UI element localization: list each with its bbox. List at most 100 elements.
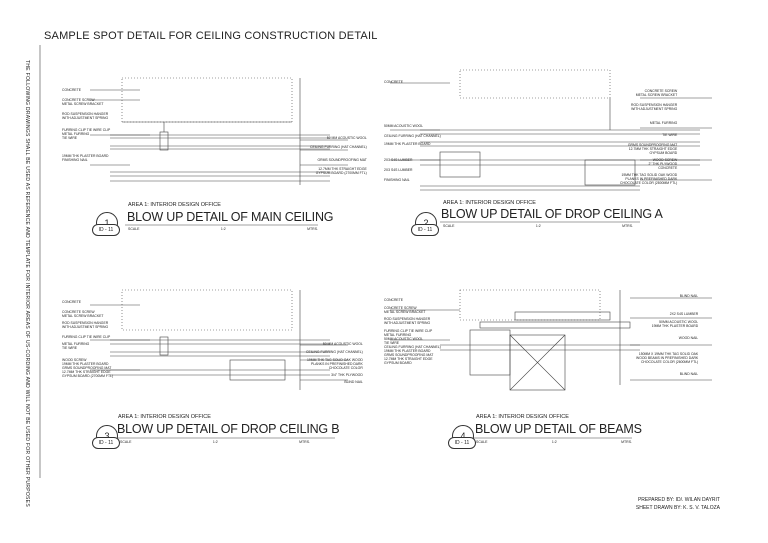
detail-4-area: AREA 1: INTERIOR DESIGN OFFICE <box>476 414 569 420</box>
label: METAL FURRING <box>384 333 412 337</box>
label: WOOD BEAMS IN PREFINISHED DARK <box>636 356 699 360</box>
label: 50 MM ACOUSTIC WOOL <box>326 136 367 140</box>
scale-unit: MTRS. <box>621 440 632 444</box>
label: 12.7MM THK STRAIGHT EDGE <box>318 167 367 171</box>
label: GYPSUM BOARD (2700MM FTL) <box>315 171 367 175</box>
detail-1-sheet-tag: ID - 11 <box>92 224 120 236</box>
drawn-by: SHEET DRAWN BY: K. S. V. TALOZA <box>635 505 720 511</box>
label: BLIND NAIL <box>679 372 699 376</box>
detail-2-left-labels: CONCRETE 50MM ACOUSTIC WOOL CEILING FURR… <box>384 80 441 182</box>
label: CHOCOLATE COLOR <box>328 366 363 370</box>
detail-4-scale: SCALE 1:2 MTRS. <box>476 440 632 444</box>
label: 19MM THK PLASTER BOARD <box>384 349 431 353</box>
label: WITH ADJUSTMENT SPRING <box>384 321 431 325</box>
detail-3-area: AREA 1: INTERIOR DESIGN OFFICE <box>118 414 211 420</box>
scale-label: SCALE <box>443 224 455 228</box>
detail-1-left-labels: CONCRETE CONCRETE SCREW METAL SCREW BRAC… <box>62 88 110 162</box>
label: 12.7MM THK STRAIGHT EDGE <box>628 147 678 151</box>
detail-2-right-labels: CONCRETE SCREW METAL SCREW BRACKET ROD S… <box>620 89 677 185</box>
detail-3-left-labels: CONCRETE CONCRETE SCREW METAL SCREW BRAC… <box>62 300 113 378</box>
label: 50 MM ACOUSTIC WOOL <box>322 342 363 346</box>
label: WITH ADJUSTMENT SPRING <box>631 107 678 111</box>
label: CEILING FURRING (HAT CHANNEL) <box>306 350 363 354</box>
detail-4-graphic <box>390 289 712 391</box>
label: WITH ADJUSTMENT SPRING <box>62 116 109 120</box>
scale-ratio: 1:2 <box>535 224 541 228</box>
label: METAL SCREW BRACKET <box>62 102 104 106</box>
label: FINISHING NAIL <box>62 158 88 162</box>
detail-4-title: BLOW UP DETAIL OF BEAMS <box>475 422 642 436</box>
label: CEILING FURRING (HAT CHANNEL) <box>310 145 367 149</box>
label: GYPSUM BOARD <box>384 361 412 365</box>
label: 2X2 S4S LUMBER <box>669 312 699 316</box>
detail-4-sheet-tag: ID - 11 <box>448 437 476 449</box>
label: 12.7MM THK STRAIGHT EDGE <box>62 370 111 374</box>
label: CONCRETE <box>62 300 82 304</box>
detail-1-right-labels: 50 MM ACOUSTIC WOOL CEILING FURRING (HAT… <box>310 136 367 175</box>
detail-2-sheet-tag: ID - 11 <box>411 224 439 236</box>
label: METAL SCREW BRACKET <box>384 310 426 314</box>
label: FURRING CLIP TIE WIRE CLIP <box>384 329 433 333</box>
label: CONCRETE SCREW <box>62 98 95 102</box>
label: 19MM THK PLASTER BOARD <box>62 154 109 158</box>
label: METAL FURRING <box>649 121 678 125</box>
label: TIE WIRE <box>62 346 78 350</box>
scale-ratio: 1:2 <box>212 440 218 444</box>
detail-1-scale: SCALE 1:2 MTRS. <box>128 227 318 231</box>
label: 2" THK PLYWOOD <box>648 162 678 166</box>
label: 19MM THK TAG SOLID OAK WOOD <box>307 358 363 362</box>
label: CEILING FURRING (HAT CHANNEL) <box>384 134 441 138</box>
scale-unit: MTRS. <box>307 227 318 231</box>
label: CHOCOLATE COLOR (2800MM FTL) <box>620 181 678 185</box>
label: TIE WIRE <box>384 341 400 345</box>
detail-3-graphic <box>90 289 348 390</box>
label: 50MM ACOUSTIC WOOL <box>384 337 423 341</box>
label: ROD SUSPENSION HANGER <box>384 317 431 321</box>
detail-4-right-labels: BLIND NAIL 2X2 S4S LUMBER 50MM ACOUSTIC … <box>636 294 698 376</box>
detail-1-title: BLOW UP DETAIL OF MAIN CEILING <box>127 210 334 224</box>
label: TIE WIRE <box>62 136 78 140</box>
detail-2-title: BLOW UP DETAIL OF DROP CEILING A <box>441 207 663 221</box>
label: PLANKS IN PREFINISHED DARK <box>625 177 678 181</box>
scale-label: SCALE <box>120 440 132 444</box>
label: 50MM ACOUSTIC WOOL <box>384 124 423 128</box>
label: GYPSUM BOARD <box>649 151 678 155</box>
label: FURRING CLIP TIE WIRE CLIP <box>62 335 111 339</box>
label: CONCRETE <box>62 88 82 92</box>
scale-unit: MTRS. <box>299 440 310 444</box>
label: 19MM THK TAG SOLID OAK WOOD <box>621 173 678 177</box>
label: WOOD SCREW <box>652 158 678 162</box>
label: 3/4" THK PLYWOOD <box>331 373 363 377</box>
label: METAL FURRING <box>62 132 90 136</box>
label: ROD SUSPENSION HANGER <box>62 321 109 325</box>
scale-ratio: 1:2 <box>220 227 226 231</box>
sheet-title: SAMPLE SPOT DETAIL FOR CEILING CONSTRUCT… <box>44 30 378 42</box>
label: CEILING FURRING (HAT CHANNEL) <box>384 345 441 349</box>
scale-unit: MTRS. <box>622 224 633 228</box>
scale-label: SCALE <box>128 227 140 231</box>
label: 19MM THK PLASTER BOARD <box>384 142 431 146</box>
label: METAL FURRING <box>62 342 90 346</box>
label: METAL SCREW BRACKET <box>62 314 104 318</box>
label: GRMS SOUNDPROOFING MAT <box>62 366 112 370</box>
label: CHOCOLATE COLOR (2600MM FTL) <box>640 360 699 364</box>
label: METAL SCREW BRACKET <box>635 93 678 97</box>
detail-1-graphic <box>90 77 348 185</box>
label: WITH ADJUSTMENT SPRING <box>62 325 109 329</box>
label: 2X3 S4S LUMBER <box>384 158 413 162</box>
label: GRMS SOUNDPROOFING MAT <box>627 143 678 147</box>
detail-3-right-labels: 50 MM ACOUSTIC WOOL CEILING FURRING (HAT… <box>306 342 363 384</box>
label: CONCRETE <box>384 298 404 302</box>
label: ROD SUSPENSION HANGER <box>62 112 109 116</box>
label: CONCRETE SCREW <box>644 89 678 93</box>
label: FURRING CLIP TIE WIRE CLIP <box>62 128 111 132</box>
prepared-by: PREPARED BY: ID/. WILAN DAYRIT <box>637 497 720 503</box>
label: GRMS SOUNDPROOFING MAT <box>317 158 367 162</box>
label: CONCRETE SCREW <box>384 306 417 310</box>
detail-3-scale: SCALE 1:2 MTRS. <box>120 440 310 444</box>
label: 12.7MM THK STRAIGHT EDGE <box>384 357 433 361</box>
label: BLIND NAIL <box>679 294 699 298</box>
label: CONCRETE SCREW <box>62 310 95 314</box>
label: GRMS SOUNDPROOFING MAT <box>384 353 434 357</box>
